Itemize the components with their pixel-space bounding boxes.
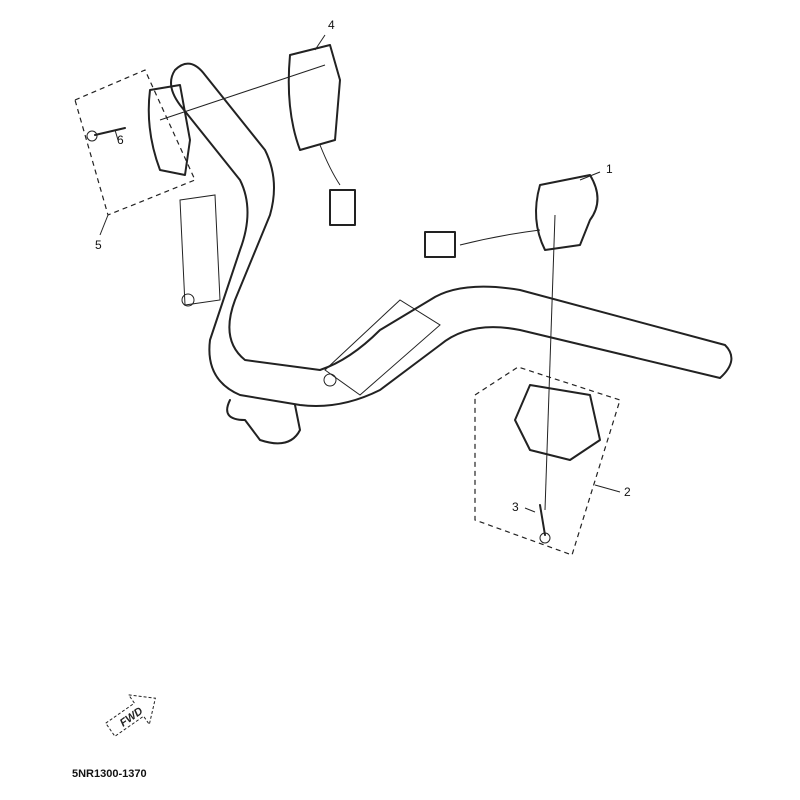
part-code: 5NR1300-1370: [72, 768, 147, 780]
fwd-arrow-icon: FWD: [105, 694, 156, 737]
callout-1: 1: [606, 162, 613, 176]
right-switch-housing-1: [424, 174, 599, 258]
handlebar: [170, 62, 733, 445]
dashed-boxes: [74, 69, 621, 556]
lower-clamp-2: [514, 384, 601, 544]
callout-2: 2: [624, 485, 631, 499]
svg-text:FWD: FWD: [118, 705, 145, 729]
callout-4: 4: [328, 18, 335, 32]
left-switch-housing-4: [287, 44, 356, 226]
callout-6: 6: [117, 133, 124, 147]
callout-3: 3: [512, 500, 519, 514]
upper-clamp-5: [86, 84, 191, 176]
leader-lines: [99, 34, 621, 513]
callout-5: 5: [95, 238, 102, 252]
